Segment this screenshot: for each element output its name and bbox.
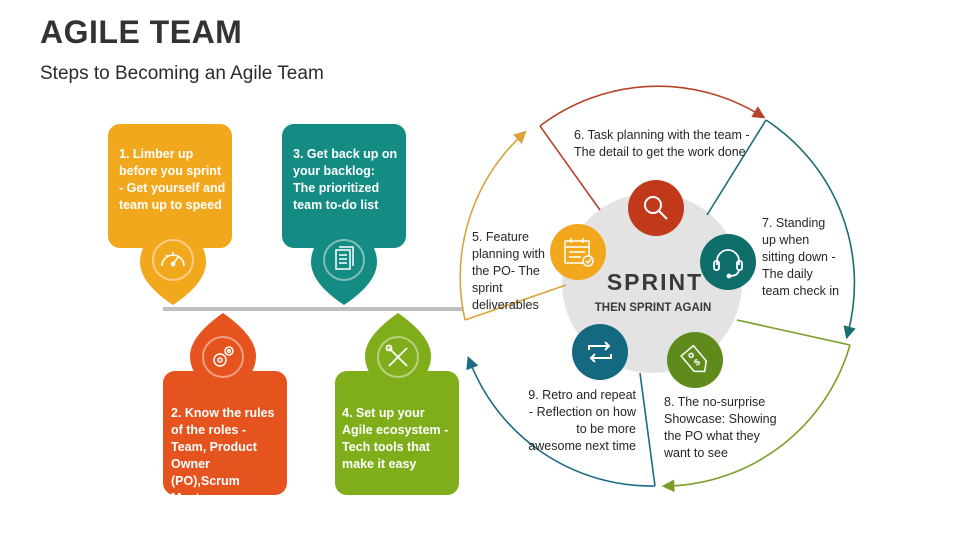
stage-9-label: 9. Retro and repeat - Reflection on how … <box>528 388 636 453</box>
document-icon <box>335 246 354 270</box>
arc-9 <box>466 356 656 487</box>
step-4-card <box>335 371 459 495</box>
sprint-subtitle: THEN SPRINT AGAIN <box>594 302 712 314</box>
step-3-drop <box>311 229 377 305</box>
arc-8 <box>661 344 851 493</box>
stage-8-label: 8. The no-surprise Showcase: Showing the… <box>664 395 777 460</box>
step-1-card <box>108 124 232 248</box>
page-title: AGILE TEAM <box>40 14 243 50</box>
stage-7-label: 7. Standing up when sitting down - The d… <box>762 216 840 298</box>
calendar-icon <box>564 238 594 267</box>
stage-5-label: 5. Feature planning with the PO- The spr… <box>472 230 545 312</box>
step-1-icon-ring <box>152 239 194 281</box>
step-1-text: 1. Limber up before you sprint - Get you… <box>119 147 226 212</box>
divider-6 <box>539 125 601 211</box>
stage-9-circle <box>572 324 628 380</box>
step-4-icon-ring <box>377 336 419 378</box>
stage-6-label: 6. Task planning with the team - The det… <box>574 128 750 159</box>
headset-icon <box>713 249 743 279</box>
stage-8-circle <box>667 332 723 388</box>
divider-9 <box>639 372 656 487</box>
speedometer-icon <box>161 252 185 267</box>
step-3-icon-ring <box>323 239 365 281</box>
refresh-icon <box>588 341 612 363</box>
divider-5 <box>464 284 567 321</box>
arc-5 <box>459 130 527 321</box>
step-1-drop <box>140 229 206 305</box>
divider-7 <box>706 119 767 216</box>
svg-text:$: $ <box>692 357 702 368</box>
timeline-line <box>163 307 463 311</box>
tools-icon <box>385 344 408 367</box>
magnifier-icon <box>644 196 668 220</box>
step-3-card <box>282 124 406 248</box>
arc-7 <box>765 119 856 340</box>
step-2-text: 2. Know the rules of the roles - Team, P… <box>171 406 275 505</box>
step-2-icon-ring <box>202 336 244 378</box>
sprint-title: SPRINT <box>606 269 704 295</box>
step-2-card <box>163 371 287 495</box>
step-3-text: 3. Get back up on your backlog: The prio… <box>293 147 398 212</box>
tag-icon: $ <box>680 344 708 373</box>
stage-7-circle <box>700 234 756 290</box>
divider-8 <box>736 319 851 346</box>
arc-6 <box>539 85 766 127</box>
step-4-text: 4. Set up your Agile ecosystem - Tech to… <box>342 406 449 471</box>
stage-6-circle <box>628 180 684 236</box>
gears-icon <box>213 346 234 367</box>
step-4-drop <box>365 313 431 389</box>
page-subtitle: Steps to Becoming an Agile Team <box>40 63 324 84</box>
step-2-drop <box>190 313 256 389</box>
